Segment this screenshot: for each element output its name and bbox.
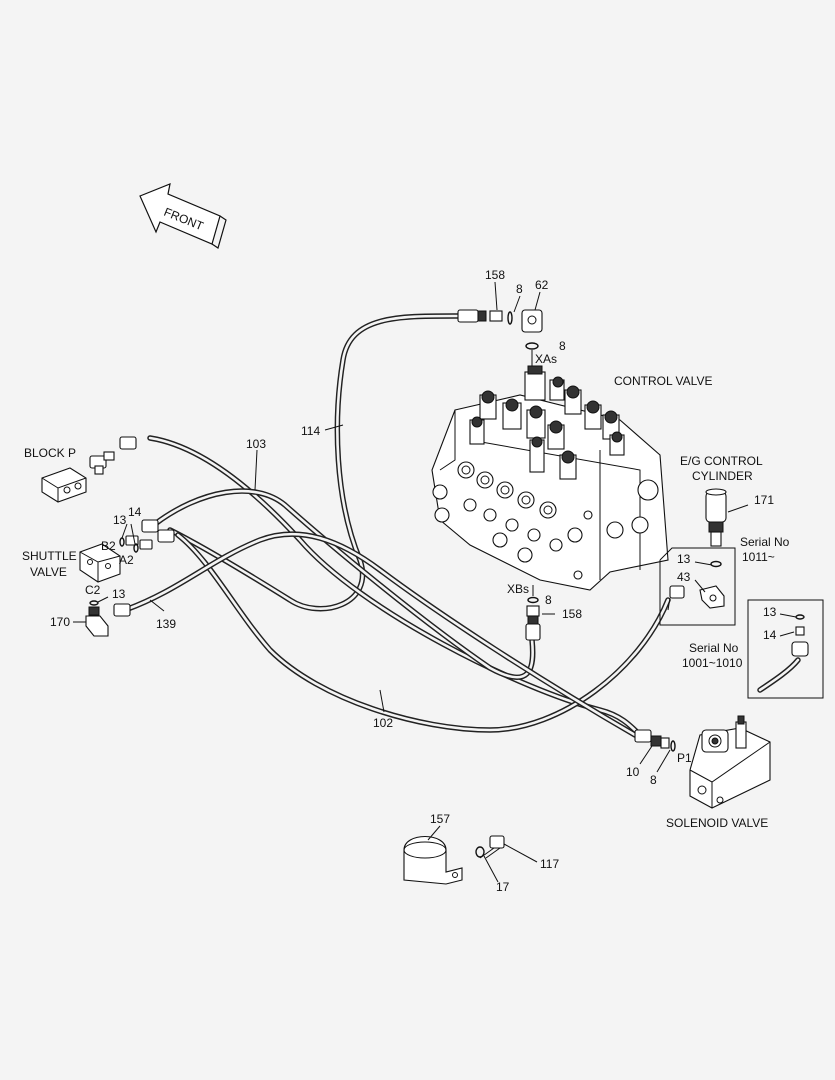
port-label-b2: B2 [101,539,116,553]
elbow-62 [521,309,543,333]
part-label-8-xas: 8 [559,339,566,353]
hose-114 [167,313,461,612]
part-label-13-c2: 13 [112,587,126,601]
leader-lines [73,281,797,883]
o-ring-8-xas [525,342,539,350]
part-label-13-shuttle: 13 [113,513,127,527]
serial-1011-label-2: 1011~ [742,550,775,564]
bolt-117 [479,835,505,859]
part-label-8-xbs: 8 [545,593,552,607]
elbow-170 [85,600,109,637]
serial-1001-box [747,599,824,699]
eg-control-label-2: CYLINDER [692,469,753,483]
eg-control-cylinder [705,488,727,547]
washer-17 [475,846,485,858]
shuttle-fittings [119,519,175,553]
part-label-171: 171 [754,493,774,507]
part-label-157: 157 [430,812,450,826]
fitting-158-top [457,309,503,323]
fitting-10-p1 [634,729,676,752]
part-label-114: 114 [301,424,320,438]
front-arrow-icon: FRONT [139,183,227,249]
hose-upper-return [152,488,536,681]
serial-1001-label-2: 1001~1010 [682,656,743,670]
control-valve-label: CONTROL VALVE [614,374,712,388]
o-ring-8-xbs [527,596,539,604]
part-label-62: 62 [535,278,549,292]
shuttle-valve-label-2: VALVE [30,565,67,579]
fitting-158-xbs [525,605,541,641]
part-label-158-xbs: 158 [562,607,582,621]
clamp-157 [403,836,463,885]
part-label-139: 139 [156,617,176,631]
part-label-14-serial1001: 14 [763,628,777,642]
hose-102 [175,532,671,733]
part-label-8-p1: 8 [650,773,657,787]
hose-139 [122,531,638,738]
o-ring-8-top [507,311,513,325]
port-label-xbs: XBs [507,582,529,596]
solenoid-valve [689,715,771,809]
part-label-170: 170 [50,615,70,629]
port-label-a2: A2 [119,553,134,567]
port-label-c2: C2 [85,583,101,597]
eg-control-label-1: E/G CONTROL [680,454,763,468]
part-label-102: 102 [373,716,393,730]
block-p-label: BLOCK P [24,446,76,460]
hose-139-end [113,603,131,617]
part-label-117: 117 [540,857,559,871]
shuttle-valve [79,543,121,583]
solenoid-valve-label: SOLENOID VALVE [666,816,768,830]
port-label-xas: XAs [535,352,557,366]
control-valve [431,365,669,591]
hose-103 [147,435,643,738]
part-label-103: 103 [246,437,266,451]
block-p-tee-fitting [89,451,115,475]
serial-1001-label-1: Serial No [689,641,739,655]
block-p-hose-end [119,436,137,450]
part-label-13-serial1011: 13 [677,552,691,566]
port-label-p1: P1 [677,751,692,765]
elbow-43 [699,585,725,609]
part-label-43: 43 [677,570,691,584]
part-label-158-top: 158 [485,268,505,282]
block-p [41,436,137,503]
part-label-10: 10 [626,765,640,779]
part-label-8-top: 8 [516,282,523,296]
part-label-13-serial1001: 13 [763,605,777,619]
part-label-14-shuttle: 14 [128,505,142,519]
serial-1011-box [659,547,736,626]
shuttle-valve-label-1: SHUTTLE [22,549,77,563]
part-label-17: 17 [496,880,510,894]
serial-1011-label-1: Serial No [740,535,790,549]
